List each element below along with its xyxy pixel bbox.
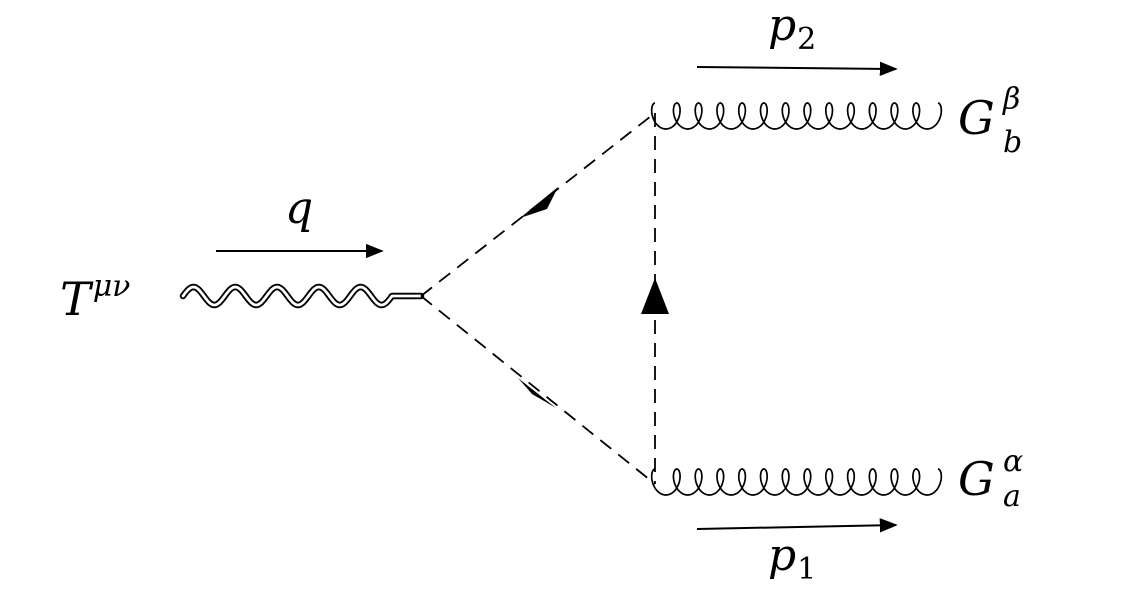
gluon-bottom-label-sup: α bbox=[1003, 444, 1023, 479]
gluon-bottom-curly-line bbox=[650, 468, 943, 496]
graviton-propagator bbox=[179, 283, 425, 309]
gluon-bottom-label: G α a bbox=[958, 428, 1038, 514]
gluon-top-curly-line bbox=[650, 102, 943, 130]
arrow-lower-line-icon bbox=[518, 378, 556, 408]
momentum-p1-sub: 1 bbox=[797, 552, 816, 587]
graviton-label: Tμν bbox=[60, 269, 130, 326]
momentum-p2-label: p2 bbox=[768, 0, 816, 57]
arrow-upper-line-icon bbox=[520, 187, 558, 218]
momentum-p2-base: p bbox=[768, 0, 796, 51]
graviton-label-base: T bbox=[60, 272, 94, 326]
momentum-arrow-p1 bbox=[696, 518, 898, 533]
momentum-q-base: q bbox=[285, 183, 313, 234]
gluon-top-label: G β b bbox=[958, 66, 1035, 160]
graviton-label-sup: μν bbox=[93, 269, 131, 304]
gluon-top-label-sub: b bbox=[1003, 125, 1022, 160]
gluon-bottom-label-sub: a bbox=[1003, 479, 1021, 514]
dashed-line-lower bbox=[420, 295, 656, 485]
momentum-q-label: q bbox=[285, 183, 313, 234]
loop-arrows bbox=[518, 187, 669, 408]
gluon-top-label-sup: β bbox=[1002, 82, 1020, 117]
gluon-top-label-base: G bbox=[958, 91, 995, 145]
gluon-bottom-label-base: G bbox=[958, 452, 995, 506]
graviton-wave-inner bbox=[181, 285, 423, 307]
momentum-arrow-p2 bbox=[696, 61, 898, 77]
momentum-p2-sub: 2 bbox=[797, 22, 816, 57]
arrow-vertical-line-icon bbox=[641, 278, 669, 314]
momentum-p1-base: p bbox=[768, 530, 796, 581]
dashed-loop bbox=[420, 112, 656, 485]
momentum-p1-label: p1 bbox=[768, 530, 816, 587]
